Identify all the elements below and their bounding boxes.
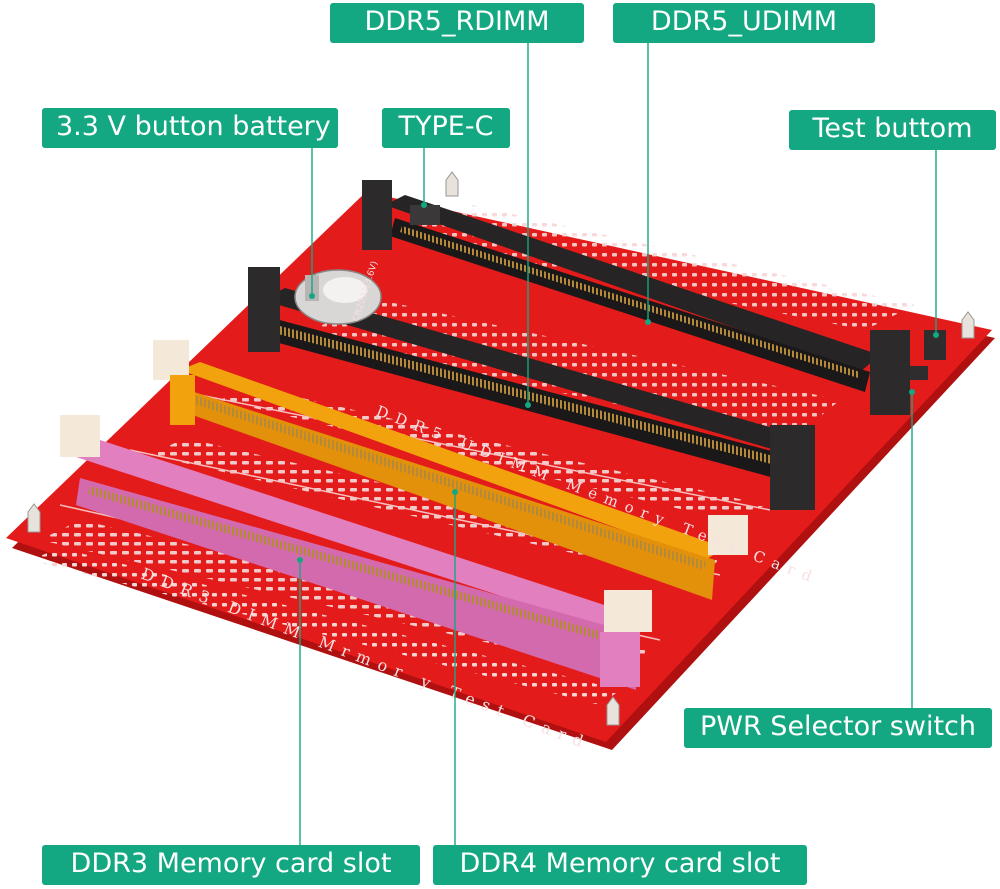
ddr5-rdimm-callout: DDR5_RDIMM <box>330 3 584 43</box>
pwr-selector-callout: PWR Selector switch <box>684 708 992 748</box>
ddr3-slot <box>60 415 652 690</box>
ddr4-slot <box>153 340 748 600</box>
battery-callout: 3.3 V button battery <box>42 108 338 148</box>
callout-leader-dots <box>297 202 939 563</box>
callout-leader-lines <box>299 43 937 845</box>
ddr4-slot-callout: DDR4 Memory card slot <box>433 845 807 885</box>
type-c-callout: TYPE-C <box>382 108 510 148</box>
button-battery-holder <box>294 269 382 325</box>
type-c-connector <box>410 205 440 225</box>
test-button-switch <box>924 330 946 360</box>
board-standoffs <box>27 171 975 726</box>
ddr5-udimm-callout: DDR5_UDIMM <box>613 3 875 43</box>
ddr3-slot-callout: DDR3 Memory card slot <box>42 845 420 885</box>
ddr5-udimm-slot <box>248 267 815 510</box>
pwr-selector-switch <box>910 366 928 380</box>
ddr5-rdimm-slot <box>362 180 910 415</box>
test-button-callout: Test buttom <box>789 110 996 150</box>
